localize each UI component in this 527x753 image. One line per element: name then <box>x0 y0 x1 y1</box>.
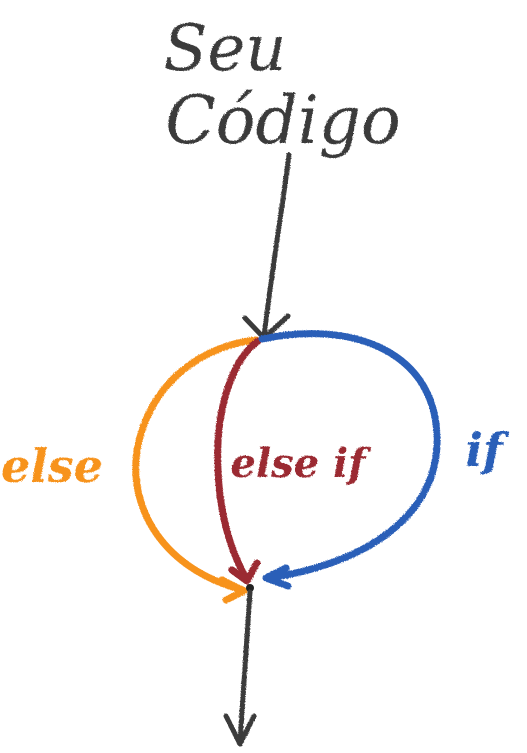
elseif-branch-arrowhead <box>228 559 261 585</box>
else-branch-arrowhead <box>218 576 248 604</box>
elseif-branch <box>214 337 262 585</box>
elseif-label: else if <box>231 440 372 487</box>
elseif-branch-curve <box>214 337 262 582</box>
outgoing-arrow <box>223 589 257 747</box>
outgoing-arrow-head <box>223 713 257 747</box>
if-branch <box>258 330 441 590</box>
else-label: else <box>1 439 103 493</box>
incoming-arrow-shaft <box>261 152 292 339</box>
outgoing-arrow-shaft <box>237 589 253 745</box>
title-line-1: Seu <box>164 12 287 86</box>
else-branch-curve <box>132 336 260 594</box>
if-label: if <box>465 423 509 477</box>
else-branch <box>132 336 260 604</box>
merge-point <box>246 584 254 592</box>
if-branch-curve <box>258 330 441 582</box>
if-branch-arrowhead <box>262 564 292 590</box>
title-line-2: Código <box>165 82 401 159</box>
incoming-arrow <box>242 152 292 341</box>
